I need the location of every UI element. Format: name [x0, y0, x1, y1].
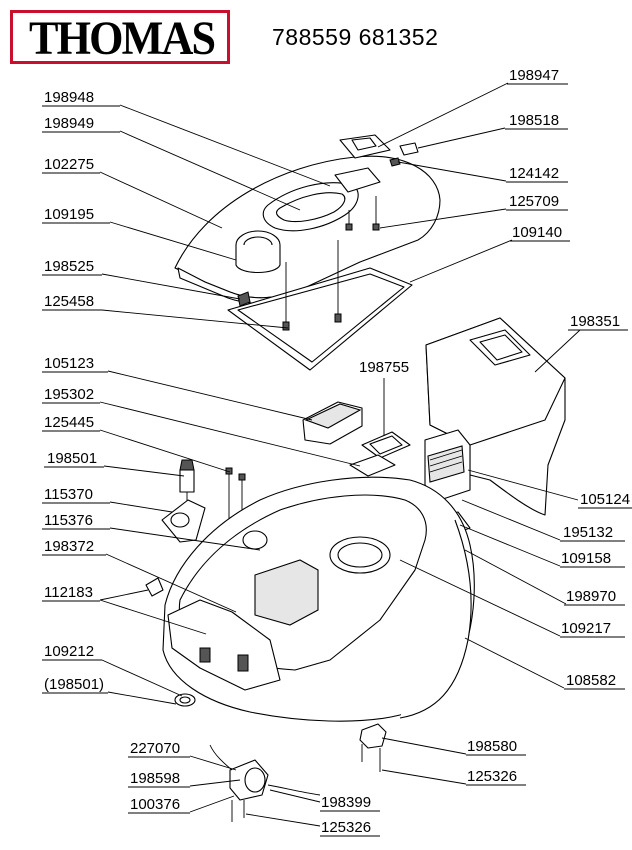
callout-label: 198949 [44, 115, 94, 132]
callout-198351: 198351 [568, 313, 628, 331]
cover-seal-part [227, 267, 413, 371]
callout-198580: 198580 [466, 738, 526, 756]
callout-198755: 198755 [359, 359, 409, 376]
callout-label: 125445 [44, 414, 94, 431]
brand-logo: THOMAS [10, 10, 230, 64]
callout-label: 198372 [44, 538, 94, 555]
brand-logo-text: THOMAS [29, 12, 216, 65]
cover-latch-block-part [334, 167, 381, 193]
callout-label: 112183 [44, 584, 93, 601]
callout-label: 195302 [44, 386, 94, 403]
callout-108582: 108582 [564, 672, 625, 690]
filter-pad-part [349, 454, 396, 477]
callout-109158: 109158 [560, 550, 625, 568]
callout-112183: 112183 [42, 584, 100, 602]
callout-label: 100376 [130, 796, 180, 813]
callout-label: 108582 [566, 672, 616, 689]
cover-grip-part [262, 182, 359, 232]
callout-102275: 102275 [42, 156, 100, 174]
callout-label: 198399 [321, 794, 371, 811]
latch-spring-part [389, 157, 401, 167]
callout-198948: 198948 [42, 89, 120, 107]
callout-label: 198948 [44, 89, 94, 106]
cover-screws-part [282, 196, 380, 331]
callout-labels: 198947 198948 198518 198949 102275 12414… [42, 67, 632, 837]
callout-100376: 100376 [128, 796, 190, 814]
callout-label: 125458 [44, 293, 94, 310]
callout-195132: 195132 [560, 524, 625, 542]
callout-label: 125326 [321, 819, 371, 836]
callout-label: 105124 [580, 491, 630, 508]
callout-label: 109212 [44, 643, 94, 660]
callout-label: 125326 [467, 768, 517, 785]
callout-105123: 105123 [42, 355, 108, 373]
document-number: 788559 681352 [272, 24, 439, 50]
callout-198501: 198501 [44, 450, 104, 468]
hepa-filter-part [302, 401, 363, 445]
callout-115376: 115376 [42, 512, 110, 530]
filter-cage-part [361, 431, 411, 459]
callout-label: 195132 [563, 524, 613, 541]
callout-109212: 109212 [42, 643, 102, 661]
small-clip-part [237, 291, 251, 307]
latch-part [399, 142, 419, 156]
callout-label: 227070 [130, 740, 180, 757]
callout-198949: 198949 [42, 115, 120, 133]
foot-washer-part [174, 693, 196, 707]
callout-label: 102275 [44, 156, 94, 173]
callout-109140: 109140 [510, 224, 570, 242]
exhaust-grille-part [424, 429, 471, 501]
callout-198501-bracketed: (198501) [42, 676, 108, 694]
callout-label: 109217 [561, 620, 611, 637]
callout-198372: 198372 [42, 538, 106, 556]
callout-label: 198947 [509, 67, 559, 84]
switch-part [179, 459, 195, 506]
callout-109195: 109195 [42, 206, 110, 224]
callout-198970: 198970 [564, 588, 625, 606]
callout-125326-bottom: 125326 [320, 819, 380, 837]
callout-label: 198755 [359, 359, 409, 376]
callout-label: 109140 [512, 224, 562, 241]
callout-label: 125709 [509, 193, 559, 210]
callout-195302: 195302 [42, 386, 100, 404]
callout-124142: 124142 [506, 165, 568, 183]
callout-label: (198501) [44, 676, 104, 693]
callout-label: 198580 [467, 738, 517, 755]
cover-button-part [339, 134, 391, 159]
rear-housing-part [425, 317, 566, 516]
callout-198399: 198399 [320, 794, 380, 812]
callout-227070: 227070 [128, 740, 190, 758]
callout-109217: 109217 [560, 620, 625, 638]
callout-label: 198501 [47, 450, 97, 467]
bracket-part [161, 499, 206, 543]
callout-198525: 198525 [42, 258, 102, 276]
callout-125458: 125458 [42, 293, 102, 311]
callout-label: 198351 [570, 313, 620, 330]
callout-125326-right: 125326 [466, 768, 526, 786]
clip-112183-part [145, 577, 164, 597]
callout-115370: 115370 [42, 486, 110, 504]
callout-125445: 125445 [42, 414, 100, 432]
callout-198518: 198518 [505, 112, 568, 130]
callout-198947: 198947 [507, 67, 568, 85]
callout-label: 115376 [44, 512, 93, 529]
motor-part [209, 744, 321, 822]
main-body-part [162, 476, 475, 722]
callout-leaders [99, 82, 581, 827]
callout-125709: 125709 [506, 193, 568, 211]
callout-198598: 198598 [128, 770, 190, 788]
callout-label: 109158 [561, 550, 611, 567]
callout-label: 198598 [130, 770, 180, 787]
callout-label: 198970 [566, 588, 616, 605]
filter-holder-part [235, 230, 281, 274]
callout-105124: 105124 [578, 491, 632, 509]
callout-label: 105123 [44, 355, 94, 372]
callout-label: 198525 [44, 258, 94, 275]
callout-label: 115370 [44, 486, 93, 503]
callout-label: 198518 [509, 112, 559, 129]
wheel-bracket-part [359, 723, 387, 772]
callout-label: 109195 [44, 206, 94, 223]
callout-label: 124142 [509, 165, 559, 182]
